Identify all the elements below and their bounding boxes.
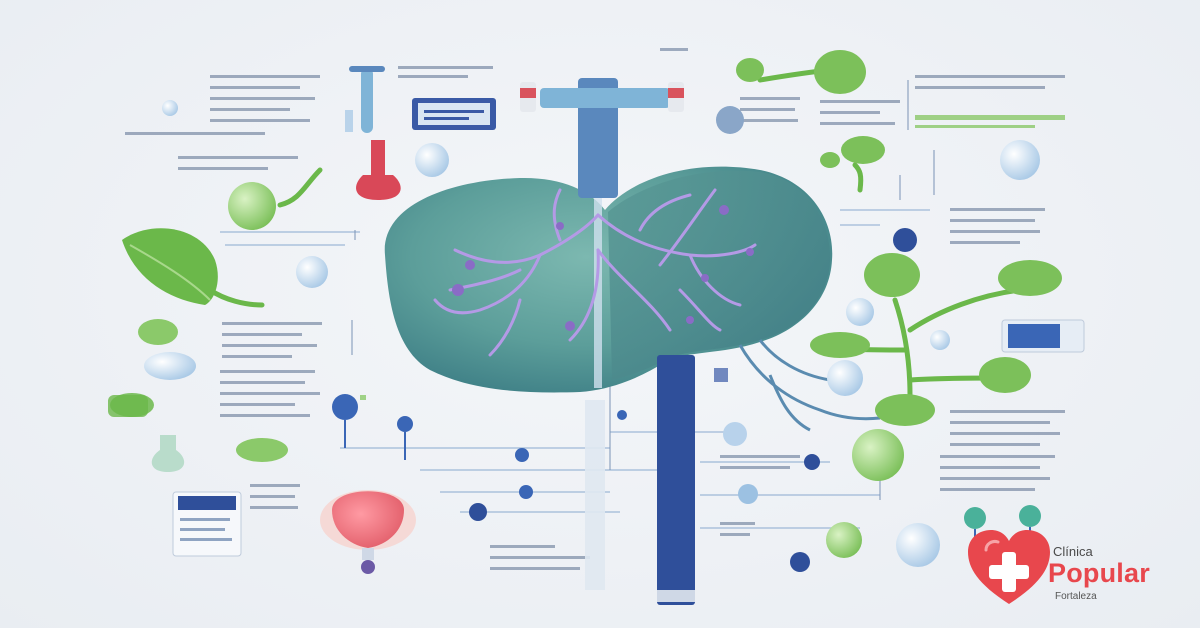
logo-top-text: Clínica <box>1053 544 1093 559</box>
logo-sub-text: Fortaleza <box>1055 591 1097 602</box>
logo-main-text: Popular <box>1048 558 1150 588</box>
heart-cross-icon <box>968 530 1050 604</box>
clinic-logo[interactable]: Clínica Popular Fortaleza <box>966 528 1176 608</box>
